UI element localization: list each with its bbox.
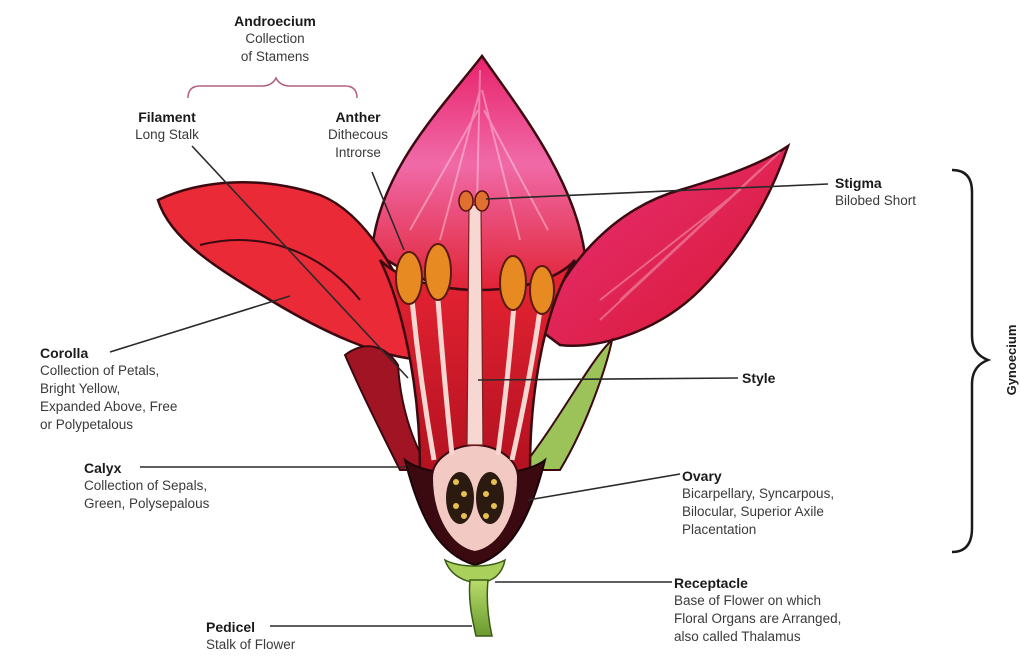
- stigma-lobe-left: [459, 191, 473, 211]
- androecium-title: Androecium: [200, 12, 350, 30]
- ovary-locule-right: [476, 472, 504, 524]
- ovary-desc-2: Bilocular, Superior Axile: [682, 503, 922, 521]
- calyx-label: Calyx Collection of Sepals, Green, Polys…: [84, 459, 284, 513]
- anther-left-1: [396, 252, 422, 304]
- calyx-desc-1: Collection of Sepals,: [84, 477, 284, 495]
- androecium-label: Androecium Collection of Stamens: [200, 12, 350, 66]
- androecium-desc-2: of Stamens: [200, 48, 350, 66]
- calyx-desc-2: Green, Polysepalous: [84, 495, 284, 513]
- anther-label: Anther Dithecous Introrse: [310, 108, 406, 162]
- receptacle-title: Receptacle: [674, 574, 924, 592]
- ovary-title: Ovary: [682, 467, 922, 485]
- anther-desc-2: Introrse: [310, 144, 406, 162]
- androecium-desc-1: Collection: [200, 30, 350, 48]
- receptacle-desc-3: also called Thalamus: [674, 628, 924, 646]
- gynoecium-brace: [952, 170, 988, 552]
- pedicel-shape: [469, 580, 492, 636]
- receptacle-label: Receptacle Base of Flower on which Flora…: [674, 574, 924, 646]
- filament-desc-1: Long Stalk: [112, 126, 222, 144]
- style-label: Style: [742, 369, 822, 387]
- stigma-label: Stigma Bilobed Short: [835, 174, 965, 210]
- stigma-title: Stigma: [835, 174, 965, 192]
- ovary-label: Ovary Bicarpellary, Syncarpous, Bilocula…: [682, 467, 922, 539]
- anther-desc-1: Dithecous: [310, 126, 406, 144]
- stigma-desc-1: Bilobed Short: [835, 192, 965, 210]
- ovary-desc-1: Bicarpellary, Syncarpous,: [682, 485, 922, 503]
- corolla-title: Corolla: [40, 344, 260, 362]
- style-title: Style: [742, 369, 822, 387]
- stigma-lobe-right: [475, 191, 489, 211]
- receptacle-desc-2: Floral Organs are Arranged,: [674, 610, 924, 628]
- ovary-leader: [528, 474, 680, 500]
- corolla-desc-4: or Polypetalous: [40, 416, 260, 434]
- pedicel-title: Pedicel: [206, 618, 366, 636]
- ovary-desc-3: Placentation: [682, 521, 922, 539]
- androecium-bracket: [188, 78, 357, 98]
- style-shape: [467, 205, 483, 445]
- ovary-locule-left: [446, 472, 474, 524]
- receptacle-desc-1: Base of Flower on which: [674, 592, 924, 610]
- pedicel-label: Pedicel Stalk of Flower: [206, 618, 366, 654]
- calyx-title: Calyx: [84, 459, 284, 477]
- anther-left-2: [425, 244, 451, 300]
- filament-title: Filament: [112, 108, 222, 126]
- filament-label: Filament Long Stalk: [112, 108, 222, 144]
- pedicel-desc-1: Stalk of Flower: [206, 636, 366, 654]
- anther-right-2: [530, 266, 554, 314]
- gynoecium-label: Gynoecium: [1004, 310, 1020, 410]
- corolla-desc-3: Expanded Above, Free: [40, 398, 260, 416]
- corolla-label: Corolla Collection of Petals, Bright Yel…: [40, 344, 260, 434]
- anther-title: Anther: [310, 108, 406, 126]
- corolla-desc-2: Bright Yellow,: [40, 380, 260, 398]
- anther-right-1: [500, 256, 526, 310]
- corolla-desc-1: Collection of Petals,: [40, 362, 260, 380]
